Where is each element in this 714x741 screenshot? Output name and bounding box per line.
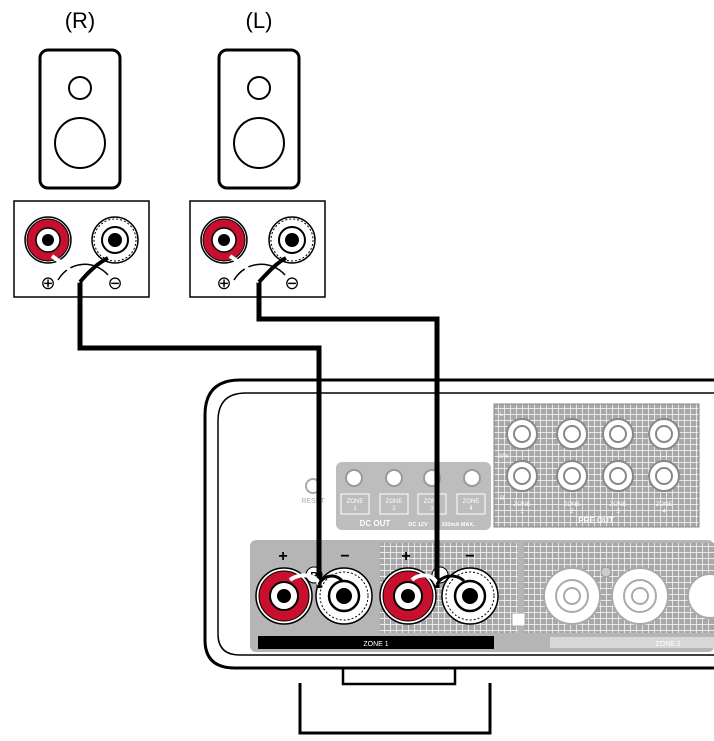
pre-out-l-tag: L xyxy=(500,412,504,418)
pre-out-panel: L SW R ZONE 1 ZONE 2 ZONE 3 ZONE 4 PRE O… xyxy=(493,403,700,528)
zone-1-button-line2: 1 xyxy=(353,506,357,512)
pre-out-label: PRE OUT xyxy=(578,516,614,525)
pre-out-zone-1-line1: ZONE xyxy=(514,502,531,508)
dc-out-panel: ZONE 1 ZONE 2 ZONE 3 ZONE 4 DC OUT DC 12… xyxy=(336,462,491,530)
pre-out-sw-tag: SW xyxy=(499,454,509,460)
zone-2-button-line2: 2 xyxy=(392,506,396,512)
dc-out-label: DC OUT xyxy=(360,519,391,528)
receiver-left-badge: L xyxy=(437,571,443,582)
right-speaker-terminal-box: ⊕ ⊖ xyxy=(13,200,150,298)
pre-out-zone-1-line2: 1 xyxy=(520,509,524,515)
zone-1-label: ZONE 1 xyxy=(363,641,388,648)
right-speaker-label: (R) xyxy=(65,8,96,33)
left-speaker-label: (L) xyxy=(246,8,273,33)
left-speaker-minus-symbol: ⊖ xyxy=(284,273,299,293)
pre-out-r-tag: R xyxy=(500,496,505,502)
right-speaker-minus-symbol: ⊖ xyxy=(107,273,122,293)
zone-3-button-line2: 3 xyxy=(430,506,434,512)
dc-spec-label-2: 150mA MAX. xyxy=(441,522,475,528)
pre-out-zone-2-line1: ZONE xyxy=(564,502,581,508)
receiver-right-minus-terminal xyxy=(315,567,373,625)
left-speaker-plus-symbol: ⊕ xyxy=(216,273,231,293)
pre-out-zone-3-line1: ZONE xyxy=(610,502,627,508)
receiver-left-minus-sign: − xyxy=(465,548,474,565)
left-speaker-cable xyxy=(256,282,440,588)
receiver-left-plus-sign: + xyxy=(401,548,410,565)
receiver-right-plus-terminal xyxy=(255,567,313,625)
receiver-left-plus-terminal xyxy=(379,567,437,625)
zone-3-button-line1: ZONE xyxy=(424,499,441,505)
pre-out-zone-3-line2: 3 xyxy=(616,509,620,515)
pre-out-zone-4-line1: ZONE xyxy=(656,502,673,508)
right-speaker-minus-terminal xyxy=(91,216,139,264)
zone-4-button-line1: ZONE xyxy=(463,499,480,505)
zone-4-button-line2: 4 xyxy=(469,506,473,512)
zone-2-button-line1: ZONE xyxy=(386,499,403,505)
right-speaker xyxy=(38,48,122,190)
receiver-right-minus-sign: − xyxy=(340,548,349,565)
pre-out-zone-2-line2: 2 xyxy=(570,509,574,515)
right-speaker-plus-symbol: ⊕ xyxy=(40,273,55,293)
receiver-right-plus-sign: + xyxy=(278,548,287,565)
left-speaker-minus-terminal xyxy=(268,216,316,264)
zone-2-label: ZONE 2 xyxy=(655,641,680,648)
left-speaker xyxy=(217,48,301,190)
left-speaker-plus-terminal xyxy=(200,216,248,264)
right-speaker-cable xyxy=(77,282,322,588)
reset-label: RESET xyxy=(301,498,325,505)
receiver-left-minus-terminal xyxy=(441,567,499,625)
pre-out-zone-4-line2: 4 xyxy=(662,509,666,515)
zone-1-button-line1: ZONE xyxy=(347,499,364,505)
dc-spec-label: DC 12V xyxy=(408,522,428,528)
receiver-foot xyxy=(298,666,492,735)
speaker-terminal-panel: ZONE 1 ZONE 2 xyxy=(250,540,714,652)
right-speaker-plus-terminal xyxy=(24,216,72,264)
